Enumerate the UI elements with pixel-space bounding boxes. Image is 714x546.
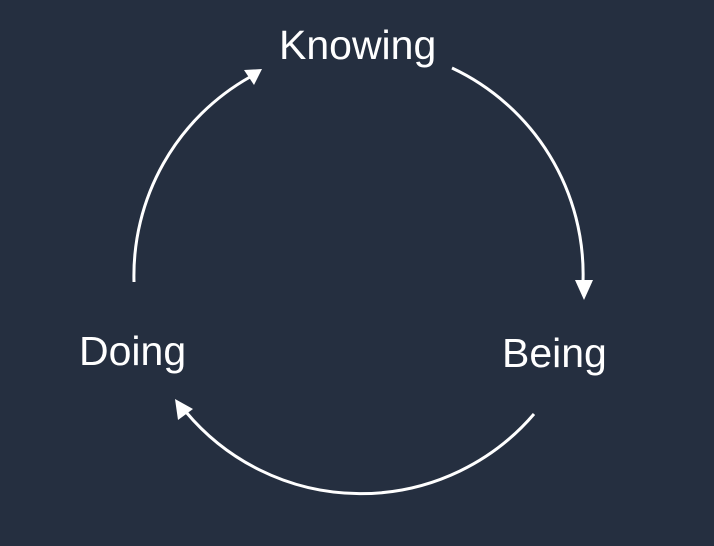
arrowhead-knowing [244,69,262,85]
arrowhead-being [575,280,593,300]
arrow-doing-to-knowing [132,75,251,283]
node-being: Being [502,330,607,376]
arrow-knowing-to-being [451,66,585,283]
arrow-being-to-doing [184,411,536,496]
node-doing: Doing [79,328,187,374]
arrowhead-doing [175,399,193,420]
node-knowing: Knowing [279,22,437,68]
